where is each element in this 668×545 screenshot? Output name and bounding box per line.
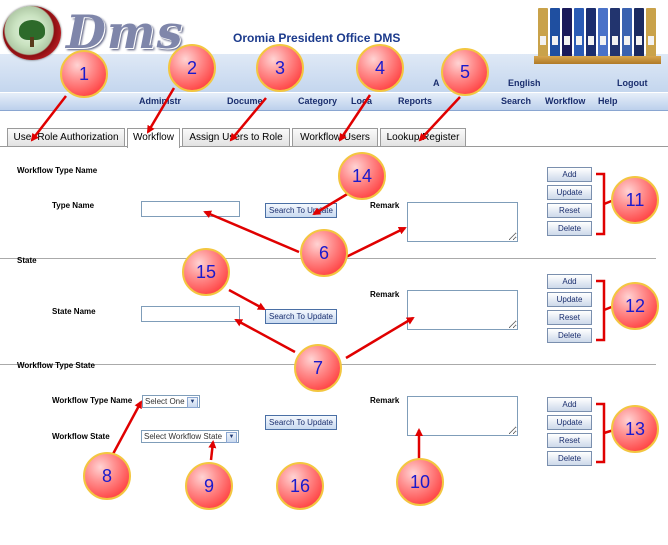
annotation-marker-13: 13	[611, 405, 659, 453]
annotation-marker-6: 6	[300, 229, 348, 277]
annotation-marker-4: 4	[356, 44, 404, 92]
menu-item-help[interactable]: Help	[598, 96, 618, 106]
annotation-marker-16: 16	[276, 462, 324, 510]
workflow-type-select-value: Select One	[145, 397, 185, 406]
workflow-type-select[interactable]: Select One ▼	[142, 395, 200, 408]
remark-label-state: Remark	[370, 290, 400, 299]
add-button-type[interactable]: Add	[547, 167, 592, 182]
state-name-input[interactable]	[141, 306, 240, 322]
tab-workflow-users[interactable]: Workflow Users	[292, 128, 378, 146]
update-button-type-state[interactable]: Update	[547, 415, 592, 430]
emblem-logo-icon	[3, 6, 61, 60]
chevron-down-icon: ▼	[187, 397, 198, 408]
menu-item-location[interactable]: Loca	[351, 96, 373, 106]
remark-textarea-type[interactable]	[407, 202, 518, 242]
reset-button-type[interactable]: Reset	[547, 203, 592, 218]
logout-link[interactable]: Logout	[617, 78, 648, 88]
remark-label-type: Remark	[370, 201, 400, 210]
workflow-state-label: Workflow State	[52, 432, 110, 441]
site-title: Oromia President Office DMS	[233, 31, 401, 45]
delete-button-type[interactable]: Delete	[547, 221, 592, 236]
annotation-marker-10: 10	[396, 458, 444, 506]
annotation-marker-11: 11	[611, 176, 659, 224]
type-name-input[interactable]	[141, 201, 240, 217]
annotation-marker-2: 2	[168, 44, 216, 92]
delete-button-type-state[interactable]: Delete	[547, 451, 592, 466]
delete-button-state[interactable]: Delete	[547, 328, 592, 343]
annotation-marker-8: 8	[83, 452, 131, 500]
add-button-type-state[interactable]: Add	[547, 397, 592, 412]
reset-button-type-state[interactable]: Reset	[547, 433, 592, 448]
section-title-workflow-type: Workflow Type Name	[17, 166, 98, 175]
reset-button-state[interactable]: Reset	[547, 310, 592, 325]
menu-item-administration[interactable]: Administr	[139, 96, 182, 106]
annotation-marker-7: 7	[294, 344, 342, 392]
annotation-marker-15: 15	[182, 248, 230, 296]
menu-item-workflow[interactable]: Workflow	[545, 96, 586, 106]
add-button-state[interactable]: Add	[547, 274, 592, 289]
language-link[interactable]: English	[508, 78, 541, 88]
type-name-label: Type Name	[52, 201, 95, 210]
annotation-marker-5: 5	[441, 48, 489, 96]
workflow-type-name-label: Workflow Type Name	[52, 396, 133, 405]
search-to-update-button-type-state[interactable]: Search To Update	[265, 415, 337, 430]
chevron-down-icon: ▼	[226, 432, 237, 443]
search-to-update-button-state[interactable]: Search To Update	[265, 309, 337, 324]
section-title-workflow-type-state: Workflow Type State	[17, 361, 95, 370]
remark-textarea-state[interactable]	[407, 290, 518, 330]
update-button-state[interactable]: Update	[547, 292, 592, 307]
annotation-marker-14: 14	[338, 152, 386, 200]
tabs-divider	[0, 146, 668, 147]
annotation-marker-1: 1	[60, 50, 108, 98]
menu-item-search[interactable]: Search	[501, 96, 532, 106]
annotation-marker-3: 3	[256, 44, 304, 92]
annotation-marker-9: 9	[185, 462, 233, 510]
state-name-label: State Name	[52, 307, 96, 316]
section-title-state: State	[17, 256, 37, 265]
annotation-marker-12: 12	[611, 282, 659, 330]
header-link-partial[interactable]: A	[433, 78, 440, 88]
workflow-state-select-value: Select Workflow State	[144, 432, 223, 441]
update-button-type[interactable]: Update	[547, 185, 592, 200]
binders-icon	[534, 4, 661, 64]
menu-item-reports[interactable]: Reports	[398, 96, 433, 106]
main-menu: Administr Docume Category Loca Reports S…	[0, 92, 668, 111]
remark-textarea-type-state[interactable]	[407, 396, 518, 436]
remark-label-type-state: Remark	[370, 396, 400, 405]
header: Dms Oromia President Office DMS A Englis…	[0, 0, 668, 93]
menu-item-category[interactable]: Category	[298, 96, 338, 106]
workflow-state-select[interactable]: Select Workflow State ▼	[141, 430, 239, 443]
menu-item-document[interactable]: Docume	[227, 96, 263, 106]
